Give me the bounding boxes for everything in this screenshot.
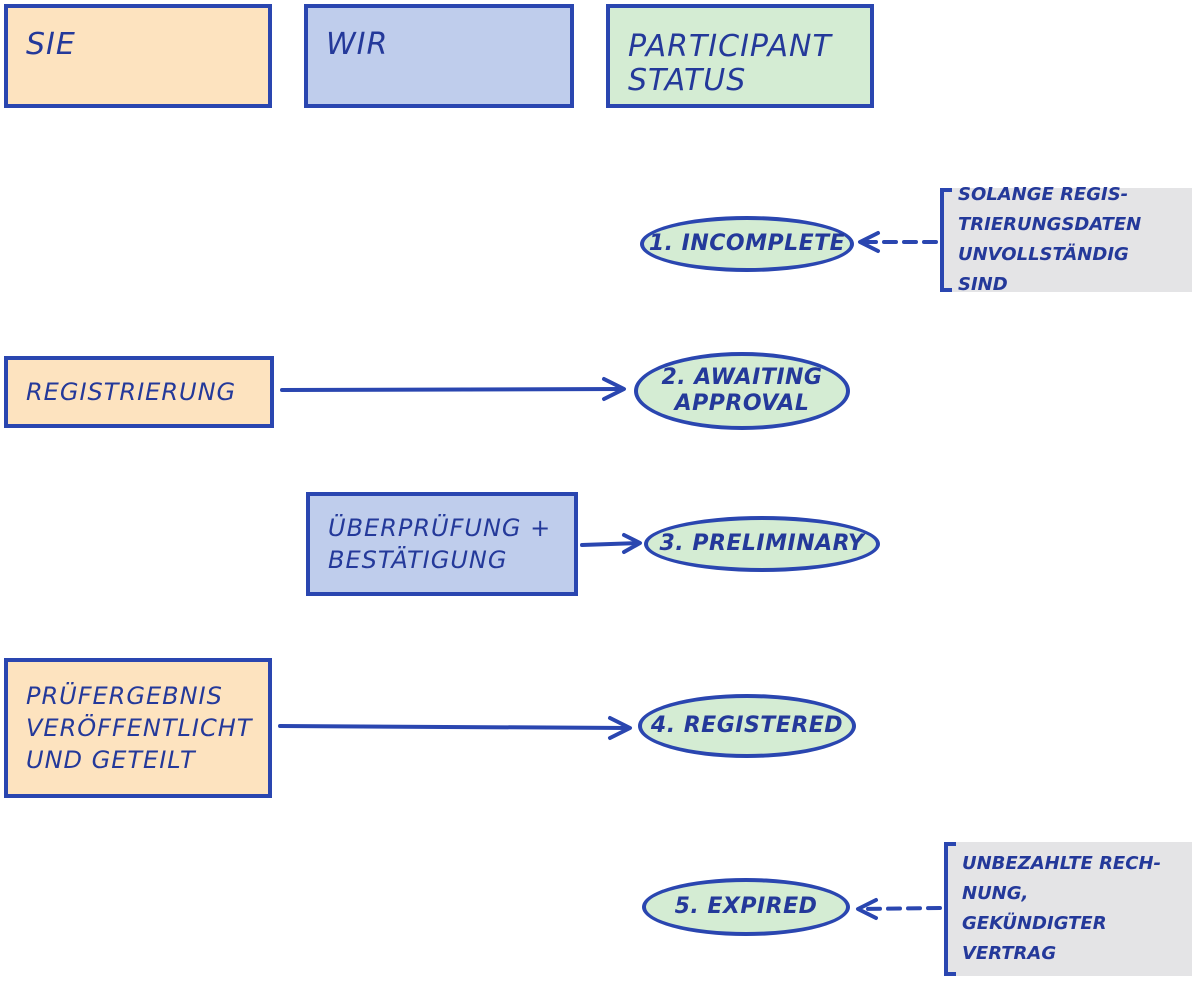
arrow-ueberpruefung-to-preliminary xyxy=(580,533,642,554)
step-ueberpruefung: Überprüfung + Bestätigung xyxy=(306,492,578,596)
step-registrierung-label: Registrierung xyxy=(26,378,237,406)
note-incomplete-line-3: unvollständig sind xyxy=(958,244,1129,295)
step-registrierung: Registrierung xyxy=(4,356,274,428)
note-expired-line-1: Unbezahlte Rech- xyxy=(962,853,1161,874)
status-registered: 4. Registered xyxy=(638,694,856,758)
arrow-pruefergebnis-to-registered xyxy=(278,716,632,740)
step-ueberpruefung-line-2: Bestätigung xyxy=(328,546,508,574)
lane-header-participant-status-line-2: Status xyxy=(628,63,747,98)
status-awaiting-approval: 2. Awaiting Approval xyxy=(634,352,850,430)
dashed-arrow-note-to-incomplete xyxy=(858,231,938,253)
note-incomplete: Solange Regis- trierungsdaten unvollstän… xyxy=(940,184,1192,295)
step-pruefergebnis: Prüfergebnis veröffentlicht und geteilt xyxy=(4,658,272,798)
lane-header-participant-status: Participant Status xyxy=(606,4,874,108)
step-pruefergebnis-line-3: und geteilt xyxy=(26,746,196,774)
status-incomplete: 1. Incomplete xyxy=(640,216,854,272)
step-pruefergebnis-line-2: veröffentlicht xyxy=(26,714,253,742)
step-pruefergebnis-line-1: Prüfergebnis xyxy=(26,682,223,710)
lane-header-sie: Sie xyxy=(4,4,272,108)
status-expired: 5. Expired xyxy=(642,878,850,936)
lane-header-wir-label: Wir xyxy=(326,27,389,62)
note-incomplete-line-2: trierungsdaten xyxy=(958,214,1142,235)
lane-header-wir: Wir xyxy=(304,4,574,108)
lane-header-participant-status-line-1: Participant xyxy=(628,29,832,64)
status-awaiting-approval-line-1: 2. Awaiting xyxy=(661,365,823,390)
status-registered-label: 4. Registered xyxy=(650,713,844,738)
note-expired-line-3: Vertrag xyxy=(962,943,1057,964)
note-incomplete-line-1: Solange Regis- xyxy=(958,184,1129,205)
note-expired: Unbezahlte Rech- nung, gekündigter Vertr… xyxy=(944,842,1192,976)
status-preliminary: 3. Preliminary xyxy=(644,516,880,572)
status-incomplete-label: 1. Incomplete xyxy=(648,231,846,256)
status-preliminary-label: 3. Preliminary xyxy=(659,531,865,556)
note-expired-line-2: nung, gekündigter xyxy=(962,883,1107,934)
status-expired-label: 5. Expired xyxy=(674,894,818,919)
status-awaiting-approval-line-2: Approval xyxy=(674,391,810,416)
lane-header-sie-label: Sie xyxy=(26,27,76,62)
arrow-registrierung-to-awaiting-approval xyxy=(280,377,626,401)
dashed-arrow-note-to-expired xyxy=(856,898,942,920)
step-ueberpruefung-line-1: Überprüfung + xyxy=(328,514,552,542)
